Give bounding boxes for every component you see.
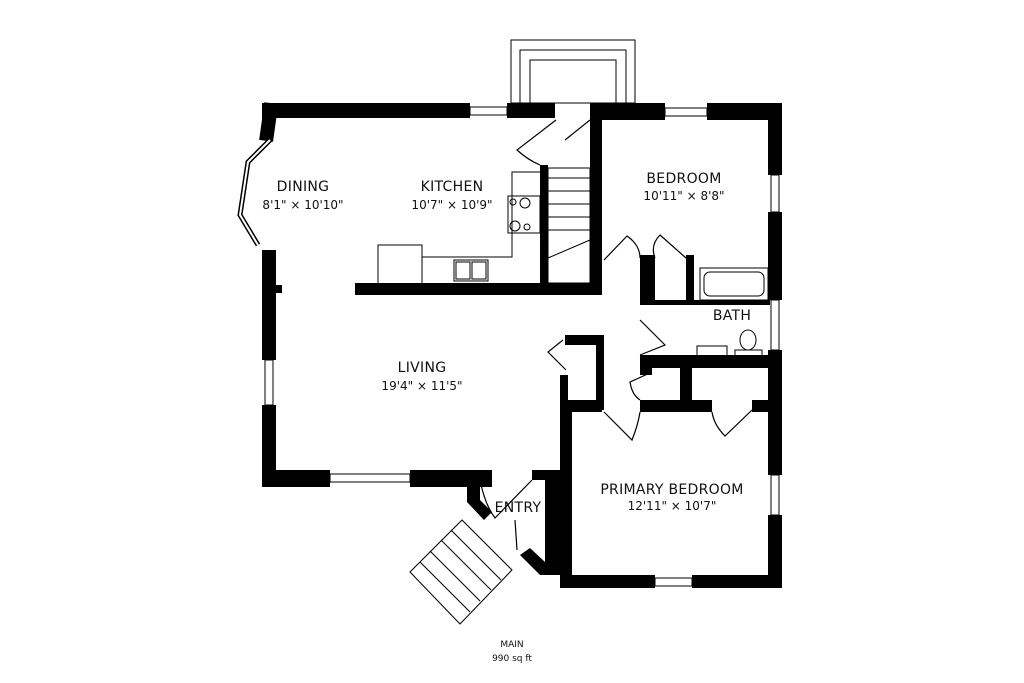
floor-name: MAIN bbox=[500, 640, 524, 650]
bedroom-label: BEDROOM bbox=[646, 171, 722, 187]
living-label: LIVING bbox=[397, 360, 447, 376]
primary-bedroom-label: PRIMARY BEDROOM bbox=[600, 482, 744, 498]
living-dimensions: 19'4" × 11'5" bbox=[381, 379, 463, 393]
floor-area: 990 sq ft bbox=[492, 654, 532, 664]
doors bbox=[479, 119, 753, 551]
walls bbox=[259, 102, 782, 588]
windows bbox=[237, 106, 780, 587]
fixtures bbox=[377, 171, 769, 361]
bath-label: BATH bbox=[712, 308, 752, 324]
bedroom-dimensions: 10'11" × 8'8" bbox=[643, 189, 725, 203]
entry-label: ENTRY bbox=[494, 500, 542, 516]
stairs bbox=[409, 39, 636, 625]
kitchen-label: KITCHEN bbox=[420, 179, 484, 195]
dining-label: DINING bbox=[276, 179, 330, 195]
primary-bedroom-dimensions: 12'11" × 10'7" bbox=[627, 499, 717, 513]
dining-dimensions: 8'1" × 10'10" bbox=[262, 198, 344, 212]
kitchen-dimensions: 10'7" × 10'9" bbox=[411, 198, 493, 212]
